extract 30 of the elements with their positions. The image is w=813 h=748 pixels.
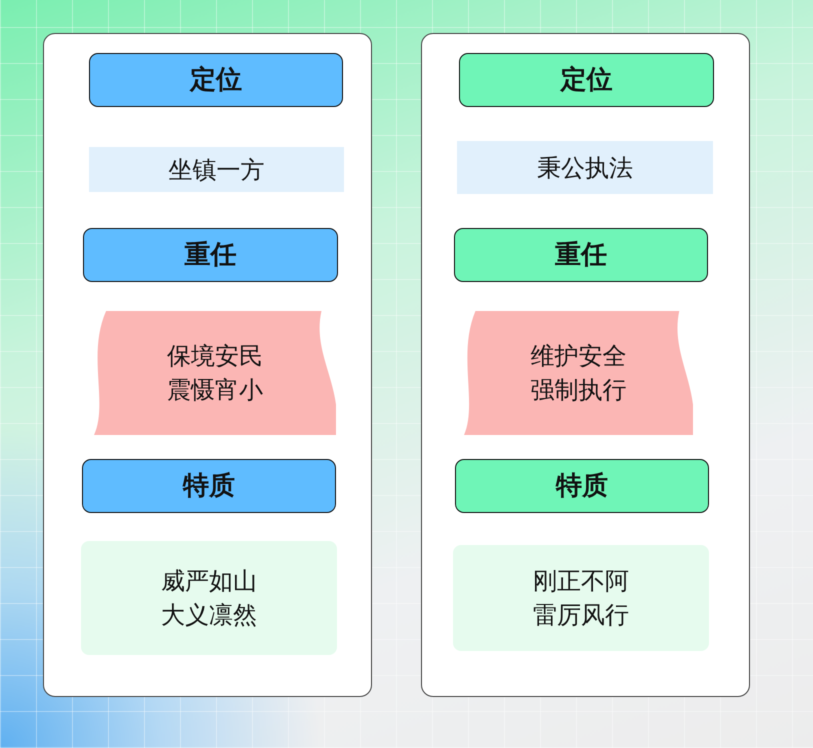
header-box xyxy=(455,459,709,513)
header-text: 定位 xyxy=(560,67,612,93)
body-text: 强制执行 xyxy=(530,378,626,402)
header-text: 特质 xyxy=(183,473,235,499)
header-box xyxy=(454,228,708,282)
text-box xyxy=(453,545,709,651)
wavy-banner xyxy=(94,311,336,435)
header-box xyxy=(459,53,714,107)
text-box xyxy=(89,147,344,192)
body-text: 震慑宵小 xyxy=(167,378,263,402)
wavy-banner xyxy=(464,311,693,435)
body-text: 保境安民 xyxy=(167,344,263,368)
text-box xyxy=(457,141,713,194)
header-text: 重任 xyxy=(184,242,236,268)
card-panel xyxy=(43,33,372,697)
text-box xyxy=(81,541,337,655)
header-text: 重任 xyxy=(555,242,607,268)
body-text: 刚正不阿 xyxy=(533,569,629,593)
header-text: 定位 xyxy=(190,67,242,93)
header-box xyxy=(82,459,336,513)
body-text: 坐镇一方 xyxy=(168,158,264,182)
header-box xyxy=(83,228,338,282)
body-text: 大义凛然 xyxy=(161,603,257,627)
header-box xyxy=(89,53,343,107)
body-text: 雷厉风行 xyxy=(533,603,629,627)
body-text: 威严如山 xyxy=(161,569,257,593)
body-text: 秉公执法 xyxy=(537,156,633,180)
body-text: 维护安全 xyxy=(530,344,626,368)
card-panel xyxy=(421,33,750,697)
header-text: 特质 xyxy=(556,473,608,499)
